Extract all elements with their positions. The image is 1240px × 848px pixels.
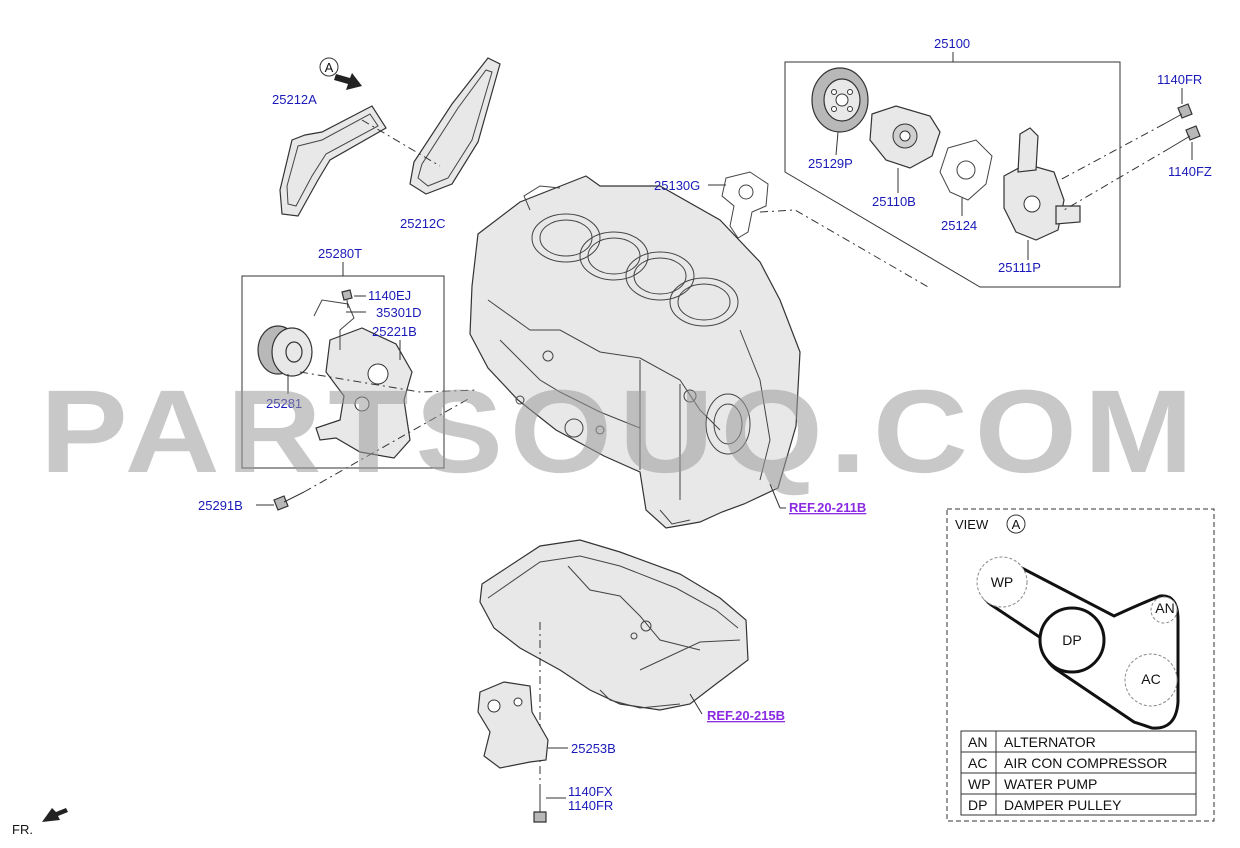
bolt-1140fz[interactable] bbox=[1169, 125, 1201, 149]
bolt-1140fr-top[interactable] bbox=[1163, 103, 1193, 125]
label-25124[interactable]: 25124 bbox=[941, 218, 977, 233]
label-1140fr-bottom[interactable]: 1140FR bbox=[568, 798, 613, 813]
label-25212c[interactable]: 25212C bbox=[400, 216, 446, 231]
water-pump-body-part[interactable] bbox=[869, 105, 941, 169]
gasket-25130g-part[interactable] bbox=[721, 171, 769, 239]
bolt-leader-line-1 bbox=[1059, 123, 1165, 181]
label-1140ej[interactable]: 1140EJ bbox=[368, 288, 411, 303]
pulley-wp-label: WP bbox=[991, 574, 1014, 590]
cylinder-block bbox=[469, 175, 801, 529]
leader-ref-211b bbox=[769, 483, 781, 509]
label-25111p[interactable]: 25111P bbox=[998, 260, 1041, 275]
pulley-dp-label: DP bbox=[1062, 632, 1081, 648]
bolt-25291b[interactable] bbox=[273, 491, 305, 511]
belt-25212a[interactable] bbox=[279, 105, 387, 217]
watermark-text: PARTSOUQ.COM bbox=[40, 366, 1200, 498]
legend-row: WP WATER PUMP bbox=[968, 776, 1097, 792]
label-25110b[interactable]: 25110B bbox=[872, 194, 916, 209]
view-a-panel: VIEW A WP AN DP AC AN ALTERNATOR AC AIR … bbox=[946, 508, 1215, 822]
view-panel-letter: A bbox=[1012, 517, 1021, 532]
tensioner-bracket-clip-part[interactable] bbox=[313, 299, 355, 350]
label-25212a[interactable]: 25212A bbox=[272, 92, 317, 107]
label-25253b[interactable]: 25253B bbox=[571, 741, 616, 756]
tensioner-bracket-part[interactable] bbox=[315, 327, 413, 459]
label-25281[interactable]: 25281 bbox=[266, 396, 302, 411]
label-25221b[interactable]: 25221B bbox=[372, 324, 417, 339]
pulley-wp bbox=[976, 556, 1028, 608]
label-25129p[interactable]: 25129P bbox=[808, 156, 853, 171]
legend-name: ALTERNATOR bbox=[1004, 734, 1096, 750]
ref-link-20-215b[interactable]: REF.20-215B bbox=[707, 708, 785, 723]
bolt-leader-line-2 bbox=[1063, 147, 1171, 211]
pulley-dp bbox=[1038, 606, 1106, 674]
tensioner-leader-dash bbox=[299, 371, 479, 393]
legend-name: WATER PUMP bbox=[1004, 776, 1097, 792]
front-arrow-icon bbox=[42, 808, 68, 822]
view-a-marker[interactable]: A bbox=[319, 57, 362, 90]
legend-table: AN ALTERNATOR AC AIR CON COMPRESSOR WP W… bbox=[960, 730, 1197, 816]
pulley-ac-label: AC bbox=[1141, 671, 1160, 687]
legend-row: DP DAMPER PULLEY bbox=[968, 797, 1122, 813]
tensioner-pulley-part[interactable] bbox=[257, 325, 313, 377]
legend-row: AC AIR CON COMPRESSOR bbox=[968, 755, 1167, 771]
belt-leader-line bbox=[361, 119, 441, 167]
label-1140fx[interactable]: 1140FX bbox=[568, 784, 613, 799]
belt-routing-path bbox=[978, 561, 1180, 730]
oil-pan bbox=[479, 539, 749, 711]
label-25291b[interactable]: 25291B bbox=[198, 498, 243, 513]
front-label: FR. bbox=[12, 822, 33, 837]
legend-code: WP bbox=[968, 776, 991, 792]
pulley-ac bbox=[1124, 653, 1178, 707]
ref-link-20-211b[interactable]: REF.20-211B bbox=[789, 500, 866, 515]
water-pump-gasket-part[interactable] bbox=[939, 139, 993, 201]
bolt-1140ej[interactable] bbox=[341, 289, 353, 309]
label-25280t[interactable]: 25280T bbox=[318, 246, 362, 261]
view-a-letter: A bbox=[325, 60, 334, 75]
view-panel-title: VIEW bbox=[955, 517, 989, 532]
gasket-leader-dash bbox=[759, 209, 931, 289]
view-direction-arrow-icon bbox=[334, 73, 362, 90]
bolt-1140fx[interactable] bbox=[533, 792, 547, 823]
pulley-an-label: AN bbox=[1155, 600, 1174, 616]
belt-25212c[interactable] bbox=[409, 57, 501, 195]
legend-code: AC bbox=[968, 755, 987, 771]
leader-25129p bbox=[835, 131, 839, 156]
tensioner-assembly-frame bbox=[241, 275, 445, 469]
label-1140fr-top[interactable]: 1140FR bbox=[1157, 72, 1202, 87]
label-1140fz[interactable]: 1140FZ bbox=[1168, 164, 1212, 179]
leader-ref-215b bbox=[689, 693, 703, 715]
bolt-25291b-dash bbox=[303, 397, 471, 493]
label-25100[interactable]: 25100 bbox=[934, 36, 970, 51]
legend-name: DAMPER PULLEY bbox=[1004, 797, 1122, 813]
mount-bracket-25253b-part[interactable] bbox=[477, 681, 549, 769]
legend-name: AIR CON COMPRESSOR bbox=[1004, 755, 1167, 771]
water-pump-pulley-part[interactable] bbox=[811, 67, 869, 133]
label-35301d[interactable]: 35301D bbox=[376, 305, 422, 320]
label-25130g[interactable]: 25130G bbox=[654, 178, 700, 193]
front-direction-indicator: FR. bbox=[12, 808, 68, 837]
legend-row: AN ALTERNATOR bbox=[968, 734, 1096, 750]
legend-code: DP bbox=[968, 797, 987, 813]
legend-code: AN bbox=[968, 734, 987, 750]
water-pump-assembly-frame bbox=[784, 52, 1121, 288]
pulley-an bbox=[1150, 596, 1178, 624]
water-inlet-housing-part[interactable] bbox=[1003, 127, 1081, 241]
